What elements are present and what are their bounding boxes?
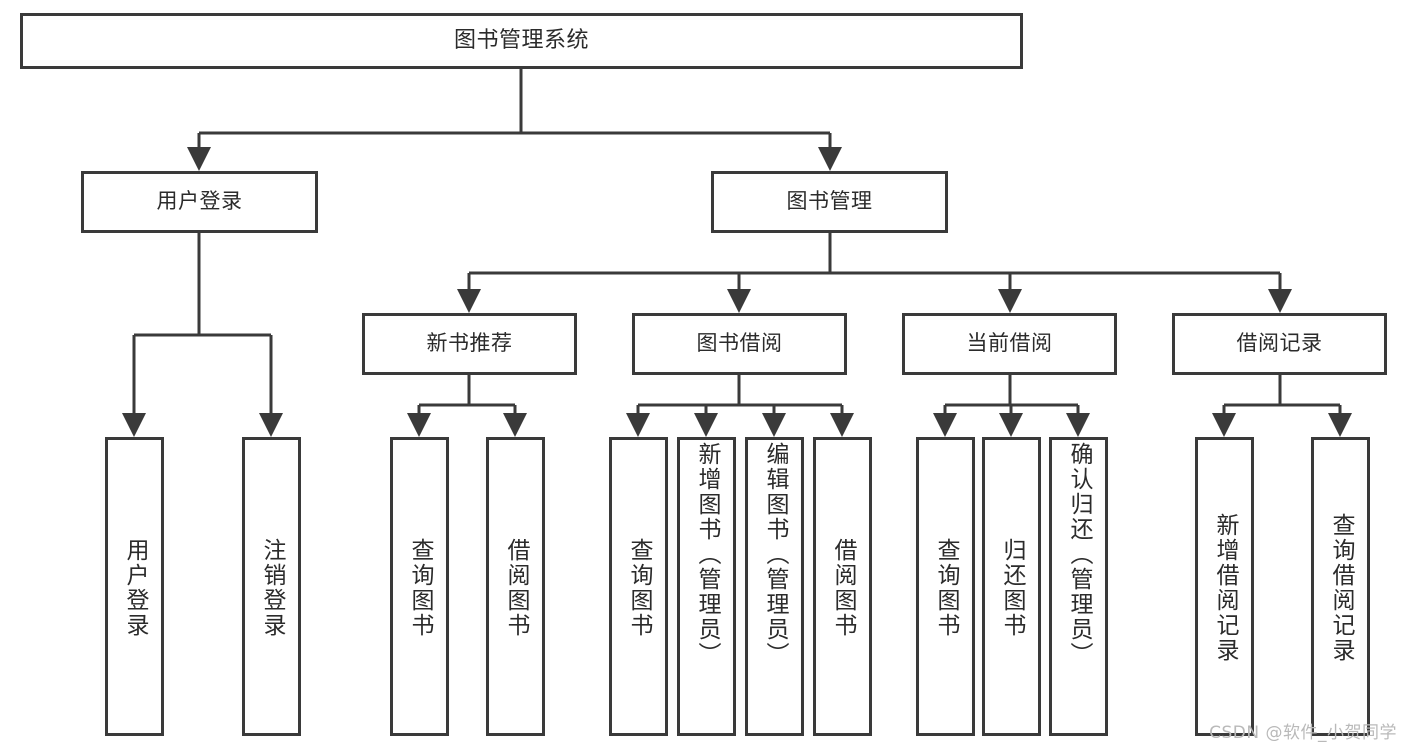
node-label: 查询图书 (626, 537, 652, 638)
node-label: 新书推荐 (426, 331, 513, 356)
leaf-recommend-borrow-book[interactable]: 借阅图书 (486, 437, 545, 736)
node-current-borrow[interactable]: 当前借阅 (902, 313, 1117, 375)
leaf-current-confirm-return-admin[interactable]: 确认归还（管理员） (1049, 437, 1108, 736)
node-label: 新增图书（管理员） (694, 442, 720, 667)
node-label: 用户登录 (156, 189, 243, 214)
leaf-borrow-edit-book-admin[interactable]: 编辑图书（管理员） (745, 437, 804, 736)
node-borrow-record[interactable]: 借阅记录 (1172, 313, 1387, 375)
leaf-borrow-add-book-admin[interactable]: 新增图书（管理员） (677, 437, 736, 736)
leaf-borrow-borrow-book[interactable]: 借阅图书 (813, 437, 872, 736)
leaf-current-return-book[interactable]: 归还图书 (982, 437, 1041, 736)
node-new-book-recommend[interactable]: 新书推荐 (362, 313, 577, 375)
node-label: 借阅图书 (830, 537, 856, 638)
node-user-login[interactable]: 用户登录 (81, 171, 318, 233)
node-label: 编辑图书（管理员） (762, 442, 788, 667)
node-label: 图书借阅 (696, 331, 783, 356)
node-label: 借阅图书 (503, 537, 529, 638)
node-label: 归还图书 (999, 537, 1025, 638)
node-label: 确认归还（管理员） (1066, 442, 1092, 667)
leaf-record-query-record[interactable]: 查询借阅记录 (1311, 437, 1370, 736)
node-label: 查询借阅记录 (1328, 512, 1354, 663)
leaf-borrow-query-book[interactable]: 查询图书 (609, 437, 668, 736)
node-root-book-management-system[interactable]: 图书管理系统 (20, 13, 1023, 69)
node-book-borrow[interactable]: 图书借阅 (632, 313, 847, 375)
node-label: 用户登录 (122, 537, 148, 638)
node-label: 查询图书 (407, 537, 433, 638)
node-book-management[interactable]: 图书管理 (711, 171, 948, 233)
node-label: 注销登录 (259, 537, 285, 638)
node-label: 查询图书 (933, 537, 959, 638)
node-label: 借阅记录 (1236, 331, 1323, 356)
node-label: 新增借阅记录 (1212, 512, 1238, 663)
leaf-user-login-logout[interactable]: 注销登录 (242, 437, 301, 736)
node-label: 图书管理 (786, 189, 873, 214)
leaf-current-query-book[interactable]: 查询图书 (916, 437, 975, 736)
leaf-recommend-query-book[interactable]: 查询图书 (390, 437, 449, 736)
node-label: 图书管理系统 (453, 27, 589, 53)
leaf-user-login-login[interactable]: 用户登录 (105, 437, 164, 736)
leaf-record-add-record[interactable]: 新增借阅记录 (1195, 437, 1254, 736)
node-label: 当前借阅 (966, 331, 1053, 356)
